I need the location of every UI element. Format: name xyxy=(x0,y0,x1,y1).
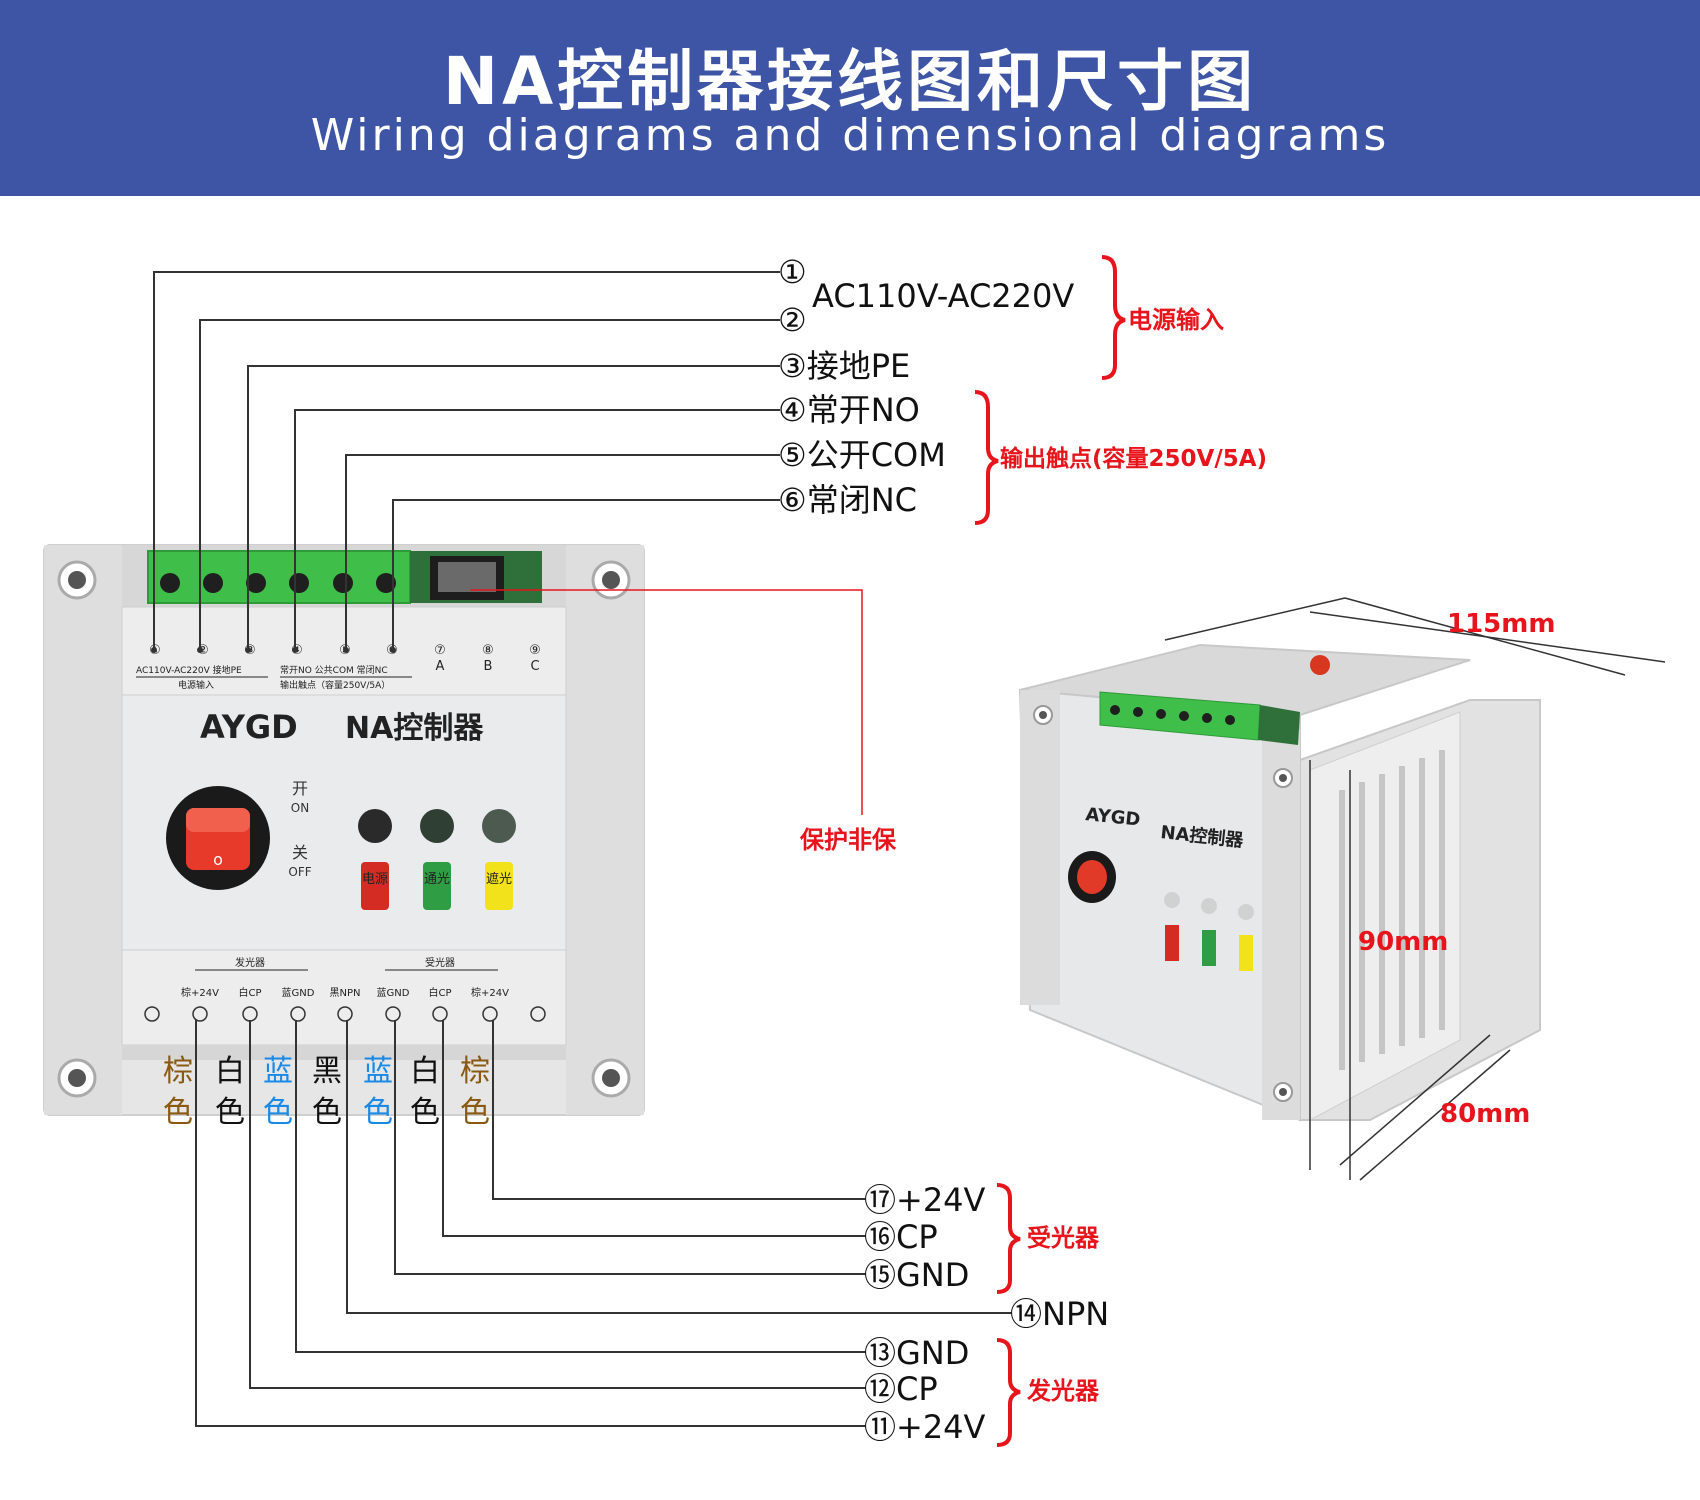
terminal-block xyxy=(147,550,411,604)
bottom-term-label: 白CP xyxy=(428,986,451,999)
wire-color-bottom: 色 xyxy=(363,1095,393,1130)
top-num: ② xyxy=(197,643,209,658)
header-banner: NA控制器接线图和尺寸图 Wiring diagrams and dimensi… xyxy=(0,0,1700,196)
terminal-3-label: ③接地PE xyxy=(778,347,910,385)
wire-color-top: 黑 xyxy=(312,1054,342,1089)
bottom-group-label: 发光器 xyxy=(235,956,265,969)
wire-color-bottom: 色 xyxy=(460,1095,490,1130)
top-wires xyxy=(153,271,780,650)
device-front-view: ① ② ③ ④ ⑤ ⑥ ⑦ ⑧ ⑨ A B C AC110V-AC220V 接地… xyxy=(43,544,645,1116)
wire-color-bottom: 色 xyxy=(215,1095,245,1130)
terminal-2-label: ② xyxy=(778,301,807,339)
page-title: NA控制器接线图和尺寸图 xyxy=(442,43,1258,120)
bottom-term-label: 黑NPN xyxy=(330,987,361,999)
bottom-wires xyxy=(195,1020,1012,1427)
device-model: NA控制器 xyxy=(345,711,484,746)
on-label-en: ON xyxy=(291,801,309,815)
recv-group-label: 受光器 xyxy=(1027,1224,1100,1252)
led-text: 遮光 xyxy=(486,871,512,887)
wire-color-bottom: 色 xyxy=(312,1095,342,1130)
top-abc: A xyxy=(436,659,445,674)
top-strip-text: AC110V-AC220V 接地PE xyxy=(136,664,242,676)
voltage-label: AC110V-AC220V xyxy=(812,277,1074,315)
led-label-block xyxy=(485,862,513,910)
wire-color-top: 棕 xyxy=(460,1054,490,1089)
led-text: 电源 xyxy=(362,872,388,887)
wire-color-top: 蓝 xyxy=(363,1054,393,1089)
off-label: 关 xyxy=(292,843,308,862)
top-strip-text: 常开NO 公共COM 常闭NC xyxy=(280,664,388,676)
led-indicator xyxy=(482,809,516,843)
terminal-15-label: ⑮GND xyxy=(864,1256,969,1294)
dimension-width: 115mm xyxy=(1447,609,1555,639)
power-group-label: 电源输入 xyxy=(1128,306,1224,334)
on-label: 开 xyxy=(292,779,308,798)
bottom-term-label: 棕+24V xyxy=(181,986,219,999)
terminal-13-label: ⑬GND xyxy=(864,1334,969,1372)
wire-color-top: 棕 xyxy=(163,1054,193,1089)
device-iso-view: AYGD NA控制器 xyxy=(1018,643,1541,1122)
bottom-term-label: 白CP xyxy=(238,986,261,999)
wire-color-top: 蓝 xyxy=(263,1054,293,1089)
bottom-term-label: 蓝GND xyxy=(377,987,410,999)
terminal-5-label: ⑤公开COM xyxy=(778,436,946,474)
wire-color-bottom: 色 xyxy=(263,1095,293,1130)
terminal-1-label: ① xyxy=(778,253,807,291)
wire-color-top: 白 xyxy=(215,1054,245,1089)
wire-color-bottom: 色 xyxy=(410,1095,440,1130)
terminal-6-label: ⑥常闭NC xyxy=(778,481,917,519)
bottom-group-label: 受光器 xyxy=(425,956,455,969)
dimension-depth: 80mm xyxy=(1440,1099,1530,1129)
led-indicator xyxy=(420,809,454,843)
led-text: 通光 xyxy=(424,872,450,887)
bottom-term-label: 蓝GND xyxy=(282,987,315,999)
device-brand: AYGD xyxy=(200,708,298,746)
terminal-16-label: ⑯CP xyxy=(864,1218,938,1256)
led-indicator xyxy=(358,809,392,843)
bracket xyxy=(974,255,1126,1447)
top-num: ⑦ xyxy=(434,643,446,658)
protect-label: 保护非保 xyxy=(799,826,897,854)
terminal-12-label: ⑫CP xyxy=(864,1370,938,1408)
off-label-en: OFF xyxy=(288,865,311,879)
top-num: ⑧ xyxy=(482,643,494,658)
dimension-lines xyxy=(1164,597,1666,1181)
led-label-light xyxy=(423,862,451,910)
page-subtitle: Wiring diagrams and dimensional diagrams xyxy=(310,110,1390,161)
top-strip-text: 电源输入 xyxy=(178,679,214,691)
top-abc: B xyxy=(484,659,493,674)
wire-colors: 棕 色 白 色 蓝 色 黑 色 蓝 色 白 色 棕 色 xyxy=(163,1054,490,1130)
terminal-11-label: ⑪+24V xyxy=(864,1408,986,1446)
top-num: ⑨ xyxy=(529,643,541,658)
wire-color-top: 白 xyxy=(410,1054,440,1089)
terminal-14-label: ⑭NPN xyxy=(1010,1295,1109,1333)
dimension-height: 90mm xyxy=(1358,927,1448,957)
led-label-power xyxy=(361,862,389,910)
top-strip-text: 输出触点（容量250V/5A） xyxy=(280,679,390,691)
bottom-term-label: 棕+24V xyxy=(471,986,509,999)
emit-group-label: 发光器 xyxy=(1026,1377,1100,1405)
svg-text:o: o xyxy=(213,850,223,869)
protect-line xyxy=(470,589,863,815)
top-abc: C xyxy=(530,659,539,674)
output-group-label: 输出触点(容量250V/5A) xyxy=(1000,445,1267,472)
wire-color-bottom: 色 xyxy=(163,1095,193,1130)
terminal-4-label: ④常开NO xyxy=(778,391,920,429)
terminal-17-label: ⑰+24V xyxy=(864,1181,986,1219)
